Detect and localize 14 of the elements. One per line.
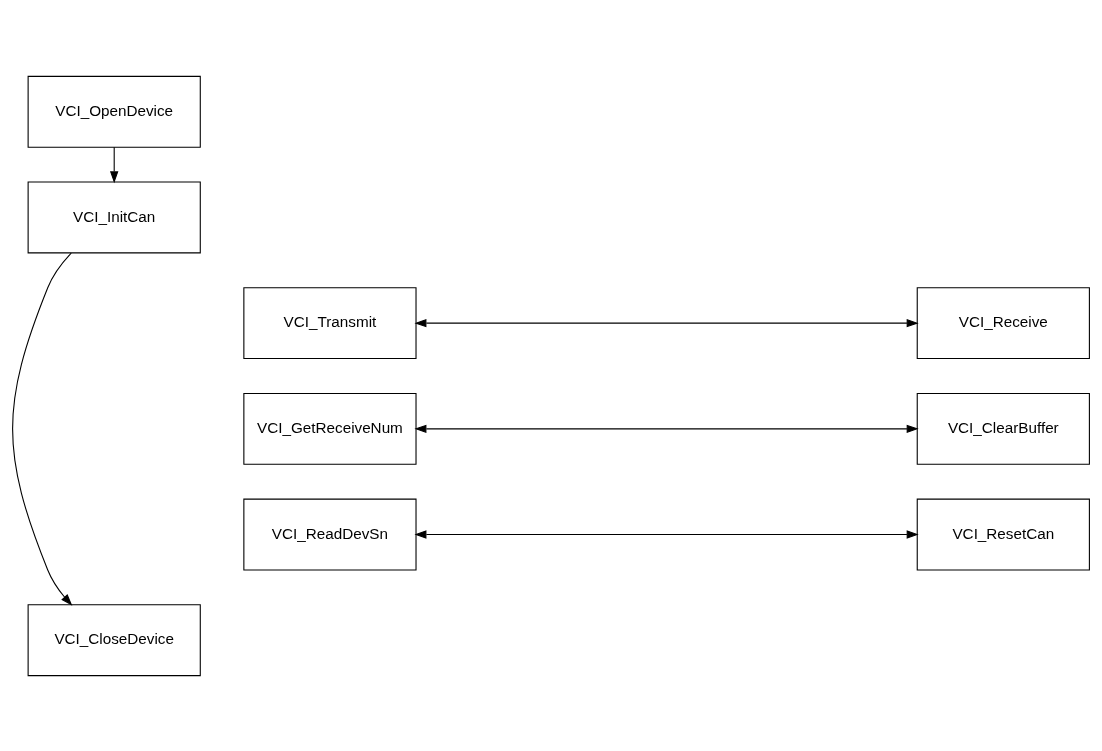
node-box: VCI_InitCan [27, 181, 201, 253]
arrow [414, 529, 919, 539]
arrow [110, 146, 119, 183]
node-box: VCI_OpenDevice [27, 75, 201, 148]
node-box: VCI_ClearBuffer [916, 392, 1090, 465]
arrow [12, 252, 73, 606]
node-box: VCI_ResetCan [916, 498, 1090, 570]
node-box: VCI_Receive [916, 286, 1090, 359]
node-box: VCI_CloseDevice [27, 603, 201, 676]
arrow [414, 424, 919, 433]
node-box: VCI_Transmit [243, 286, 417, 359]
node-box: VCI_GetReceiveNum [243, 392, 417, 465]
arrow [414, 318, 919, 327]
node-box: VCI_ReadDevSn [243, 498, 417, 570]
